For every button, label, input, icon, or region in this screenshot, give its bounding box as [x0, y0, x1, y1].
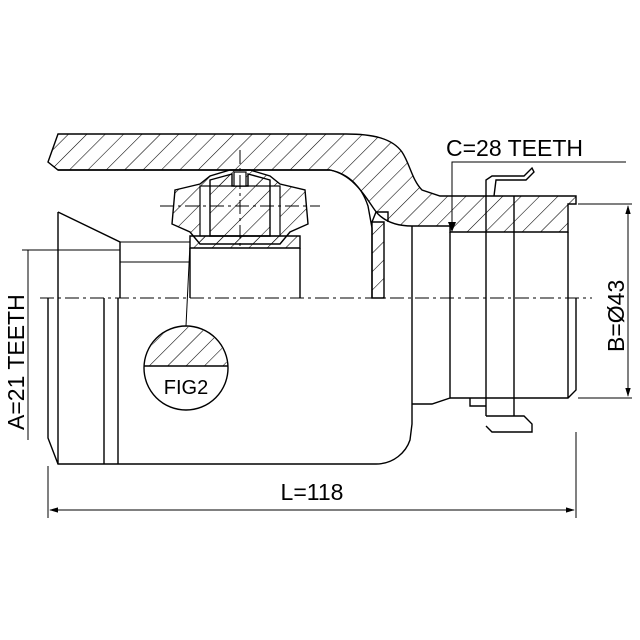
lower-ring [469, 398, 486, 407]
fig2-leader [185, 243, 191, 327]
lower-flange [485, 415, 533, 433]
fig2-hatch [145, 327, 227, 366]
c-teeth-label: C=28 TEETH [446, 135, 583, 161]
spider-hub-outline [189, 248, 301, 298]
spider-hub [189, 235, 301, 249]
bell-mouth-inner [120, 241, 191, 298]
lower-shaft [450, 298, 577, 416]
bell-mouth [57, 211, 121, 298]
fig2-label: FIG2 [164, 377, 208, 399]
c-arrow [448, 222, 456, 232]
c-leader [451, 161, 626, 230]
a-teeth-label: A=21 TEETH [3, 294, 29, 430]
inner-cavity [58, 169, 373, 298]
shaft-flange [485, 166, 535, 200]
boot-clip [371, 221, 385, 299]
boot-tab [371, 211, 389, 223]
lower-body [47, 298, 413, 465]
stub-shaft [411, 196, 515, 298]
lower-neck [412, 298, 451, 405]
length-label: L=118 [281, 479, 344, 505]
b-diameter-label: B=Ø43 [603, 280, 629, 352]
lower-groove [57, 298, 119, 464]
